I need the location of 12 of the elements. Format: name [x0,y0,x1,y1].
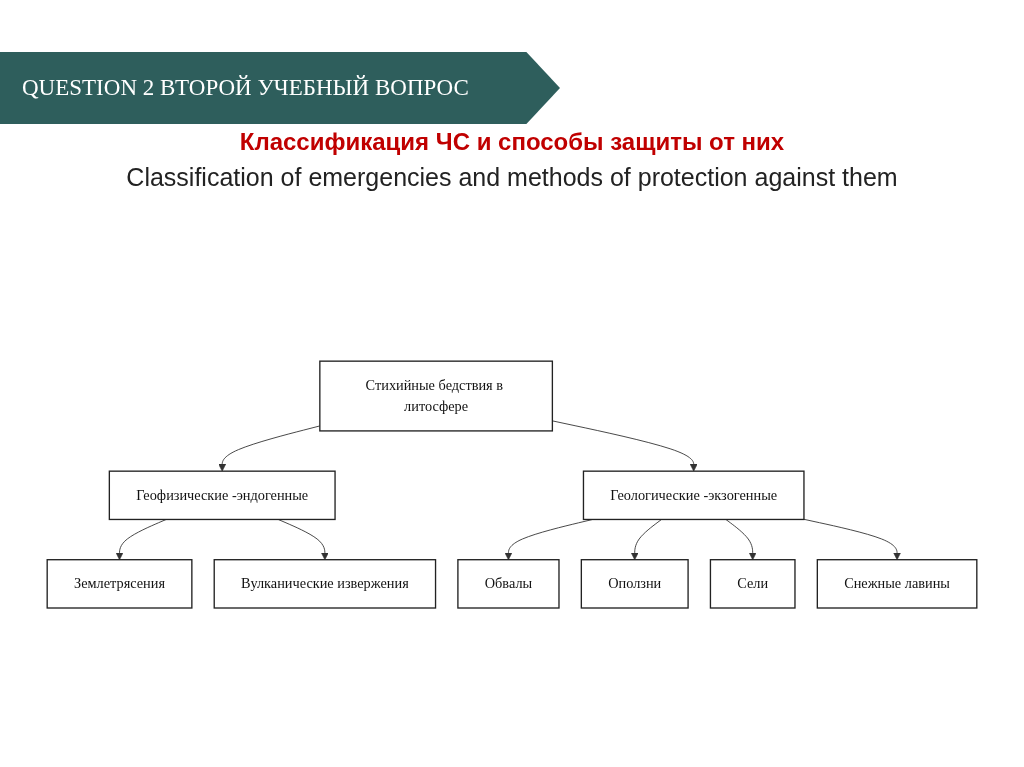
node-box: Геологические -экзогенные [582,470,805,521]
subtitle: Classification of emergencies and methods of protection against them [125,163,899,192]
node-box: Обвалы [457,559,560,610]
node-box: Землетрясения [46,559,193,610]
node-box: Сели [709,559,796,610]
node-box: Вулканические извержения [213,559,437,610]
node-box: Снежные лавины [816,559,978,610]
node-box: Геофизические -эндогенные [108,470,336,521]
banner-heading: QUESTION 2 ВТОРОЙ УЧЕБНЫЙ ВОПРОС [0,52,560,124]
title: Классификация ЧС и способы защиты от них [238,128,786,156]
node-box: Стихийные бедствия в литосфере [319,360,554,432]
node-box: Оползни [580,559,689,610]
